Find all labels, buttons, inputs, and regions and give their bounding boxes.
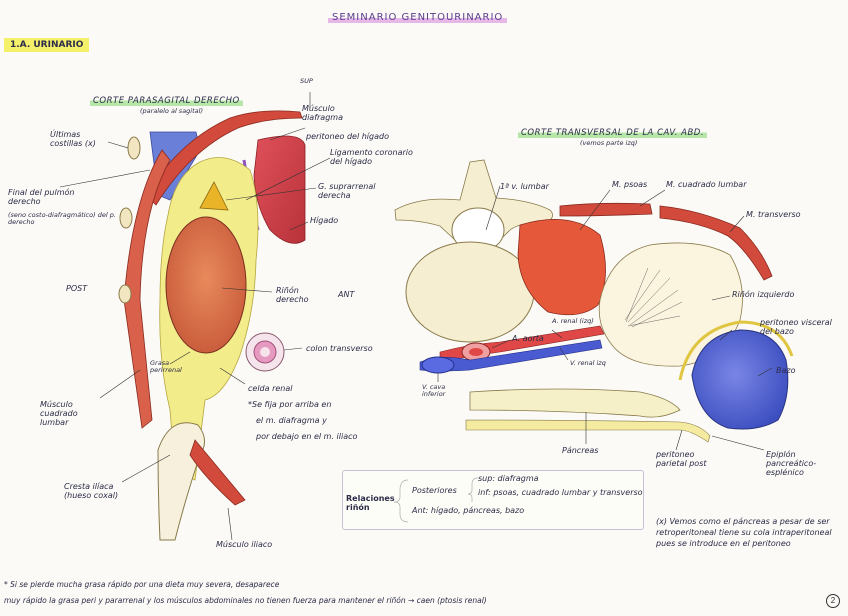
- right-diagram-subtitle: (vemos parte izq): [580, 139, 638, 147]
- left-diagram-title: CORTE PARASAGITAL DERECHO: [90, 96, 243, 106]
- label-ultimas-costillas: Últimas costillas (x): [50, 130, 96, 148]
- left-diagram: [59, 92, 331, 541]
- label-peritoneo-parietal: peritoneo parietal post: [656, 450, 707, 468]
- label-ligamento-coronario: Ligamento coronario del hígado: [330, 148, 413, 166]
- iliacus-muscle: [189, 439, 246, 506]
- relations-anteriores: Ant: hígado, páncreas, bazo: [412, 506, 525, 515]
- label-peritoneo-visceral: peritoneo visceral del bazo: [760, 318, 832, 336]
- label-musculo-diafragma: Músculo diafragma: [302, 104, 343, 122]
- lumbar-vertebra: [394, 159, 553, 241]
- pancreas-note: (x) Vemos como el páncreas a pesar de se…: [656, 517, 832, 548]
- rib-2: [119, 207, 133, 229]
- spleen: [691, 329, 789, 430]
- vena-cava: [421, 356, 455, 374]
- label-musculo-iliaco: Músculo iliaco: [216, 540, 273, 549]
- label-higado: Hígado: [310, 216, 339, 225]
- footer-line-1: * Si se pierde mucha grasa rápido por un…: [4, 580, 280, 589]
- psoas-muscle: [517, 219, 606, 316]
- label-celda-nota-3: por debajo en el m. iliaco: [256, 432, 358, 441]
- label-psoas: M. psoas: [612, 180, 648, 189]
- right-kidney: [165, 216, 247, 354]
- rib-3: [118, 284, 132, 304]
- label-bazo: Bazo: [776, 366, 796, 375]
- relations-box: [342, 470, 644, 530]
- liver: [253, 135, 306, 244]
- label-a-renal: A. renal (izq): [552, 317, 594, 325]
- relations-posteriores: Posteriores: [412, 486, 457, 495]
- label-pancreas: Páncreas: [562, 446, 599, 455]
- label-rinon-derecho: Riñón derecho: [276, 286, 309, 304]
- left-diagram-subtitle: (paralelo al sagital): [140, 107, 203, 115]
- label-post: POST: [66, 284, 88, 293]
- label-aorta: A. aorta: [512, 334, 544, 343]
- label-grasa-perirrenal: Grasa perirrenal: [150, 359, 182, 374]
- label-glandula-suprarrenal: G. suprarrenal derecha: [318, 182, 376, 200]
- section-tag: 1.A. URINARIO: [4, 38, 90, 52]
- label-seno: (seno costo-diafragmático) del p. derech…: [8, 211, 116, 226]
- label-celda-renal: celda renal: [248, 384, 293, 393]
- transversus-muscle: [659, 205, 773, 281]
- label-colon-transverso: colon transverso: [306, 344, 373, 353]
- label-peritoneo-higado: peritoneo del hígado: [306, 132, 389, 141]
- label-v-cava: V. cava inferior: [422, 383, 446, 398]
- label-sup: SUP: [300, 77, 313, 85]
- page-number: 2: [826, 594, 840, 608]
- label-celda-nota-2: el m. diafragma y: [256, 416, 327, 425]
- right-diagram-title: CORTE TRANSVERSAL DE LA CAV. ABD.: [518, 128, 708, 138]
- label-v-renal: V. renal izq: [570, 359, 606, 367]
- iliac-crest: [157, 422, 205, 541]
- label-epiplon: Epiplón pancreático-esplénico: [766, 450, 817, 477]
- rib-1: [127, 136, 141, 160]
- label-cuadrado-lumbar-r: M. cuadrado lumbar: [666, 180, 747, 189]
- label-rinon-izquierdo: Riñón izquierdo: [732, 290, 795, 299]
- relations-posteriores-sup: sup: diafragma: [478, 474, 539, 483]
- footer-line-2: muy rápido la grasa peri y pararrenal y …: [4, 596, 487, 605]
- label-cresta-iliaca: Cresta ilíaca (hueso coxal): [64, 482, 119, 500]
- label-vertebra-lumbar: 1ª v. lumbar: [500, 182, 549, 191]
- quadratus-lumborum: [123, 149, 171, 429]
- label-celda-nota-1: *Se fija por arriba en: [248, 400, 332, 409]
- relations-title: Relaciones riñón: [346, 494, 395, 512]
- parietal-peritoneum: [465, 419, 711, 443]
- relations-posteriores-inf: inf: psoas, cuadrado lumbar y transverso: [478, 488, 643, 497]
- suprarenal-gland: [199, 181, 229, 211]
- label-final-pulmon: Final del pulmón derecho: [8, 188, 75, 206]
- label-transverso: M. transverso: [746, 210, 801, 219]
- pancreas: [469, 388, 681, 418]
- diaphragm-muscle: [145, 110, 303, 206]
- page-title: SEMINARIO GENITOURINARIO: [328, 12, 508, 23]
- quadratus-lumborum-r: [559, 202, 653, 217]
- label-ant: ANT: [338, 290, 355, 299]
- vertebral-body: [405, 241, 535, 343]
- label-cuadrado-lumbar: Músculo cuadrado lumbar: [40, 400, 78, 427]
- right-diagram: [393, 159, 794, 523]
